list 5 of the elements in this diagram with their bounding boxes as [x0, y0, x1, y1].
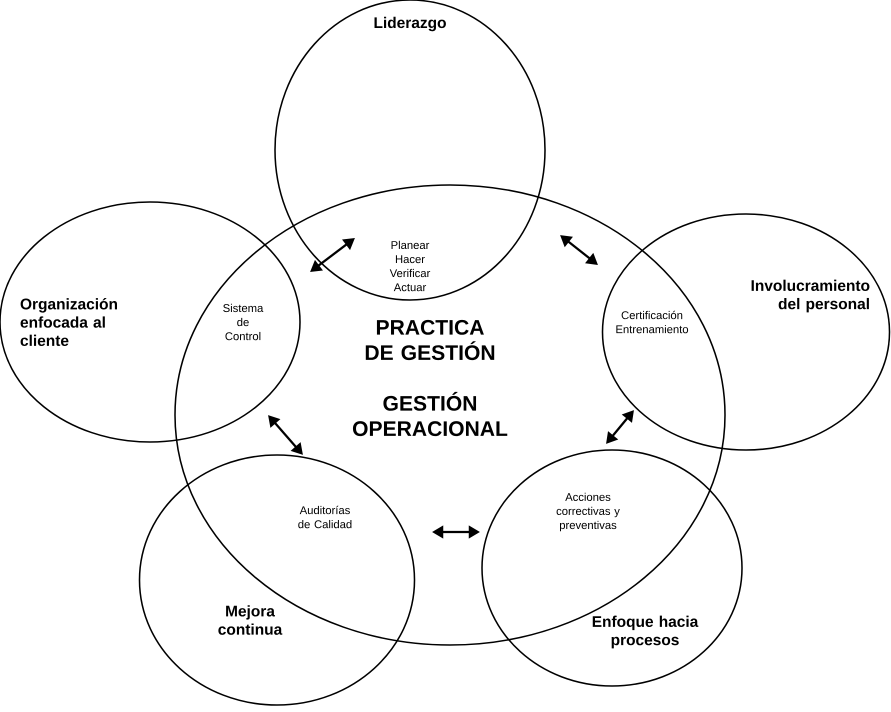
region-label: Acciones correctivas y preventivas	[556, 492, 620, 532]
region-label: Planear Hacer Verificar Actuar	[390, 240, 430, 292]
region-label: Sistema de Control	[223, 304, 264, 340]
region-label: Auditorías de Calidad	[298, 506, 352, 528]
region-label: Certificación Entrenamiento	[616, 310, 688, 334]
